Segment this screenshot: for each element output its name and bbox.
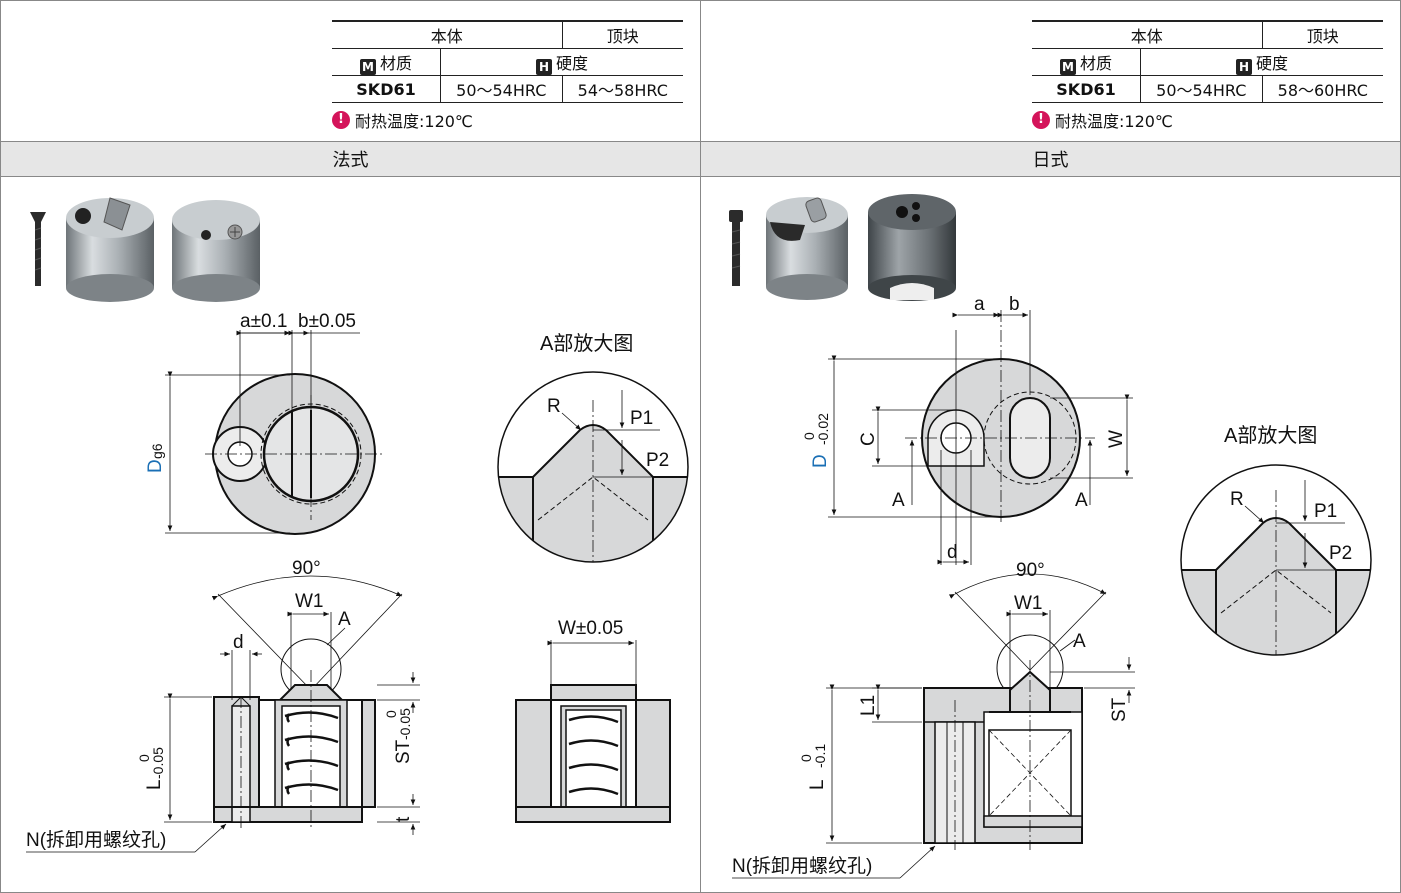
right-W1: W1 <box>1014 593 1043 614</box>
left-detail-title: A部放大图 <box>540 332 633 355</box>
socket-screw-icon <box>729 210 743 286</box>
cylinder-with-slot-icon <box>766 197 848 300</box>
right-heat-note: ! 耐热温度:120℃ <box>1032 108 1173 132</box>
right-hardness-side: 58～60HRC <box>1262 75 1383 103</box>
right-A-marker: A <box>1073 631 1086 652</box>
cylinder-top-view-icon <box>172 200 260 302</box>
right-detail-title: A部放大图 <box>1224 424 1317 447</box>
right-L-tol-bot: -0.1 <box>812 744 828 768</box>
left-heat-note: ! 耐热温度:120℃ <box>332 108 473 132</box>
left-dim-a: a±0.1 <box>240 311 287 332</box>
left-ST-tol-top: 0 <box>383 710 399 718</box>
left-material-label: 材质 <box>379 53 412 73</box>
left-dim-D-tol: g6 <box>149 443 165 459</box>
left-detail-view <box>497 371 689 563</box>
right-D-tol-bot: -0.02 <box>815 413 831 445</box>
left-head-main: 本体 <box>332 20 563 49</box>
material-tag-icon: M <box>1059 58 1076 75</box>
right-dim-a: a <box>974 294 985 315</box>
left-product-photos <box>30 197 260 302</box>
right-head-side: 顶块 <box>1262 20 1383 49</box>
warning-icon: ! <box>332 111 350 129</box>
left-hardness-label: 硬度 <box>555 53 588 73</box>
right-dim-D: D <box>810 454 831 468</box>
right-side-section <box>732 573 1135 879</box>
right-style-header: 日式 <box>701 141 1400 177</box>
left-head-side: 顶块 <box>562 20 683 49</box>
material-tag-icon: M <box>359 58 376 75</box>
right-dim-d: d <box>947 542 958 563</box>
right-hardness-main: 50～54HRC <box>1140 75 1263 103</box>
left-side-section <box>26 575 420 853</box>
right-detail-R: R <box>1230 489 1244 510</box>
right-heat-note-text: 耐热温度:120℃ <box>1055 112 1173 131</box>
left-detail-P1: P1 <box>630 408 653 429</box>
left-angle: 90° <box>292 558 321 579</box>
right-dim-C: C <box>858 432 879 446</box>
left-detail-R: R <box>547 396 561 417</box>
right-section-A-right: A <box>1075 490 1088 511</box>
hardness-tag-icon: H <box>1235 58 1252 75</box>
left-N-label: N(拆卸用螺纹孔) <box>26 829 166 851</box>
right-detail-P1: P1 <box>1314 501 1337 522</box>
right-section-A-left: A <box>892 490 905 511</box>
warning-icon: ! <box>1032 111 1050 129</box>
right-D-tol-top: 0 <box>801 432 817 440</box>
left-ST-tol-bot: -0.05 <box>397 708 413 740</box>
left-style-header: 法式 <box>1 141 700 177</box>
left-dim-ST: ST <box>393 739 414 764</box>
right-L-tol-top: 0 <box>798 754 814 762</box>
right-head-main: 本体 <box>1032 20 1263 49</box>
column-divider <box>700 0 701 893</box>
left-hardness-side: 54～58HRC <box>562 75 683 103</box>
left-style-title: 法式 <box>332 150 369 171</box>
left-dim-D: D <box>145 459 166 473</box>
right-dim-b: b <box>1009 294 1020 315</box>
right-style-title: 日式 <box>1032 150 1069 171</box>
left-dim-d: d <box>233 632 244 653</box>
left-A-marker: A <box>338 609 351 630</box>
left-material-value: SKD61 <box>332 75 441 103</box>
left-top-view <box>165 330 385 535</box>
left-dim-L: L <box>144 779 165 790</box>
right-dim-L: L <box>807 779 828 790</box>
right-angle: 90° <box>1016 560 1045 581</box>
right-N-label: N(拆卸用螺纹孔) <box>732 855 872 877</box>
left-detail-P2: P2 <box>646 450 669 471</box>
right-hardness-label: 硬度 <box>1255 53 1288 73</box>
left-front-section <box>515 640 671 823</box>
left-W1: W1 <box>295 591 324 612</box>
right-dim-ST: ST <box>1109 697 1130 722</box>
right-material-value: SKD61 <box>1032 75 1141 103</box>
cylinder-with-wedge-icon <box>66 197 154 302</box>
screw-icon <box>30 212 46 286</box>
hardness-tag-icon: H <box>535 58 552 75</box>
right-dim-W: W <box>1106 430 1127 448</box>
left-dim-t: t <box>393 816 414 822</box>
right-material-label: 材质 <box>1079 53 1112 73</box>
left-L-tol-bot: -0.05 <box>150 747 166 779</box>
left-heat-note-text: 耐热温度:120℃ <box>355 112 473 131</box>
right-product-photos <box>729 194 956 301</box>
right-dim-L1: L1 <box>858 695 879 716</box>
dark-cylinder-icon <box>868 194 956 301</box>
left-L-tol-top: 0 <box>136 754 152 762</box>
left-W: W±0.05 <box>558 618 623 639</box>
right-top-view <box>828 310 1133 565</box>
left-dim-b: b±0.05 <box>298 311 356 332</box>
left-hardness-main: 50～54HRC <box>440 75 563 103</box>
right-detail-P2: P2 <box>1329 543 1352 564</box>
